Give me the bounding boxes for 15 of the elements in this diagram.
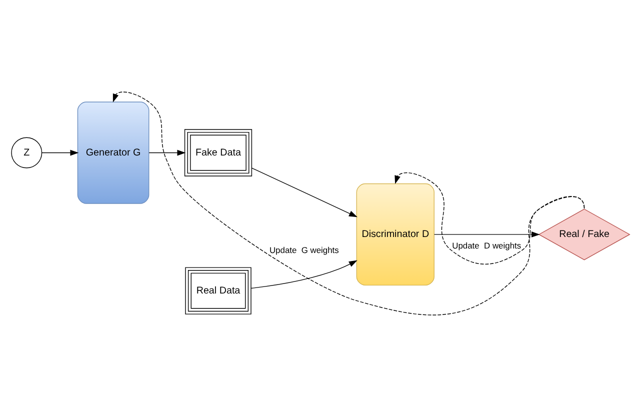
node-box: Fake Data xyxy=(184,128,252,176)
arrow xyxy=(434,231,540,237)
arrow xyxy=(394,172,585,264)
node-box: Real Data xyxy=(185,266,252,314)
edge-label: Update G weights xyxy=(269,244,339,255)
arrow xyxy=(148,149,186,156)
arrow xyxy=(41,149,79,156)
node-box: Generator G xyxy=(77,101,150,204)
edge-label: Update D weights xyxy=(452,240,522,250)
arrow xyxy=(250,260,358,288)
arrow xyxy=(251,167,358,217)
node-circle: Z xyxy=(11,136,42,168)
node-box: Discriminator D xyxy=(356,182,434,286)
arrow xyxy=(112,91,585,315)
node-diamond: Real / Fake xyxy=(538,208,630,260)
